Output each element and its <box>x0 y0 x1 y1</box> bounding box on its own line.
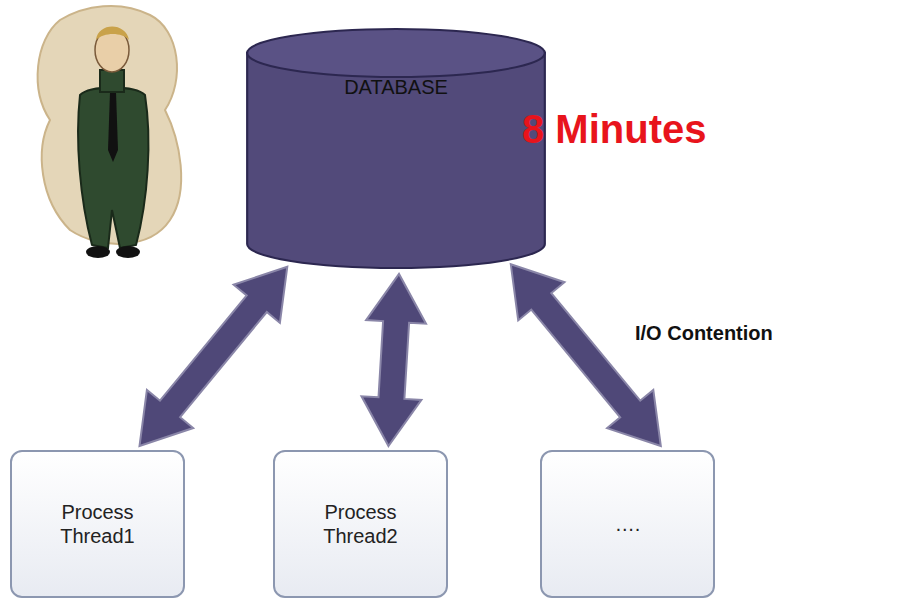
person-foot <box>116 246 140 258</box>
person-tie <box>108 92 118 162</box>
note-label: I/O Contention <box>635 322 773 345</box>
process-label: …. <box>573 512 683 536</box>
process-box: Process Thread2 <box>273 450 448 598</box>
process-label: Process Thread2 <box>306 500 416 548</box>
database-label: DATABASE <box>245 76 547 99</box>
person-neck <box>100 70 124 92</box>
io-arrow <box>140 267 288 446</box>
process-box: …. <box>540 450 715 598</box>
cylinder-top <box>247 29 545 77</box>
person-body <box>78 88 148 249</box>
io-arrow <box>362 274 427 446</box>
cylinder-outline <box>245 28 547 270</box>
io-arrow <box>511 264 661 446</box>
worried-person <box>30 0 190 270</box>
process-box: Process Thread1 <box>10 450 185 598</box>
process-label: Process Thread1 <box>43 500 153 548</box>
database-cylinder: DATABASE <box>245 28 547 270</box>
time-label: 8 Minutes <box>522 107 706 152</box>
person-foot <box>86 246 110 258</box>
person-hair <box>96 27 129 41</box>
